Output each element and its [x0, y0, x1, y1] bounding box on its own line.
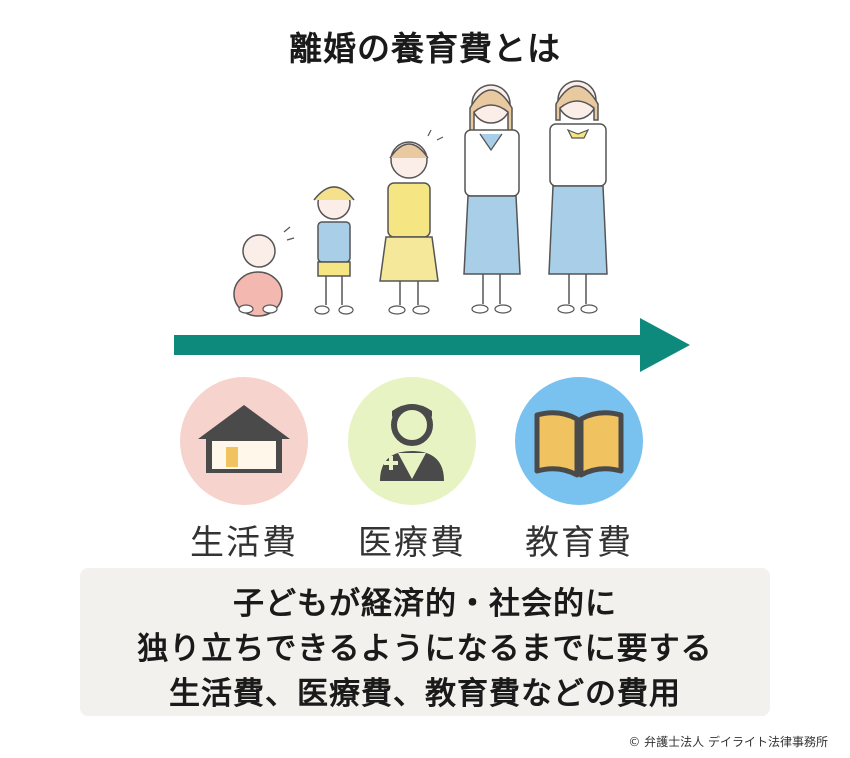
child-growth-illustration	[233, 80, 608, 317]
copyright-notice: © 弁護士法人 デイライト法律事務所	[628, 735, 828, 749]
toddler-figure	[313, 186, 355, 315]
child-figure	[379, 129, 444, 315]
growth-arrow	[174, 318, 690, 372]
medical-cost-circle	[348, 377, 476, 505]
living-cost-label: 生活費	[190, 523, 298, 563]
education-cost-label: 教育費	[525, 523, 633, 563]
education-cost-circle	[515, 377, 643, 505]
definition-line-3: 生活費、医療費、教育費などの費用	[169, 676, 681, 712]
living-cost-circle	[180, 377, 308, 505]
definition-line-2: 独り立ちできるようになるまでに要する	[137, 631, 713, 667]
arrow-shaft	[174, 335, 650, 355]
doctor-icon	[380, 404, 444, 481]
book-icon	[534, 410, 624, 478]
medical-cost-label: 医療費	[358, 523, 466, 563]
definition-line-1: 子どもが経済的・社会的に	[233, 586, 617, 622]
arrow-head	[640, 318, 690, 372]
baby-figure	[233, 226, 295, 317]
house-icon	[198, 405, 290, 473]
teen-figure	[463, 84, 521, 314]
definition-box: 子どもが経済的・社会的に 独り立ちできるようになるまでに要する 生活費、医療費、…	[80, 568, 770, 716]
page-title: 離婚の養育費とは	[289, 29, 561, 68]
adult-figure	[548, 80, 608, 314]
